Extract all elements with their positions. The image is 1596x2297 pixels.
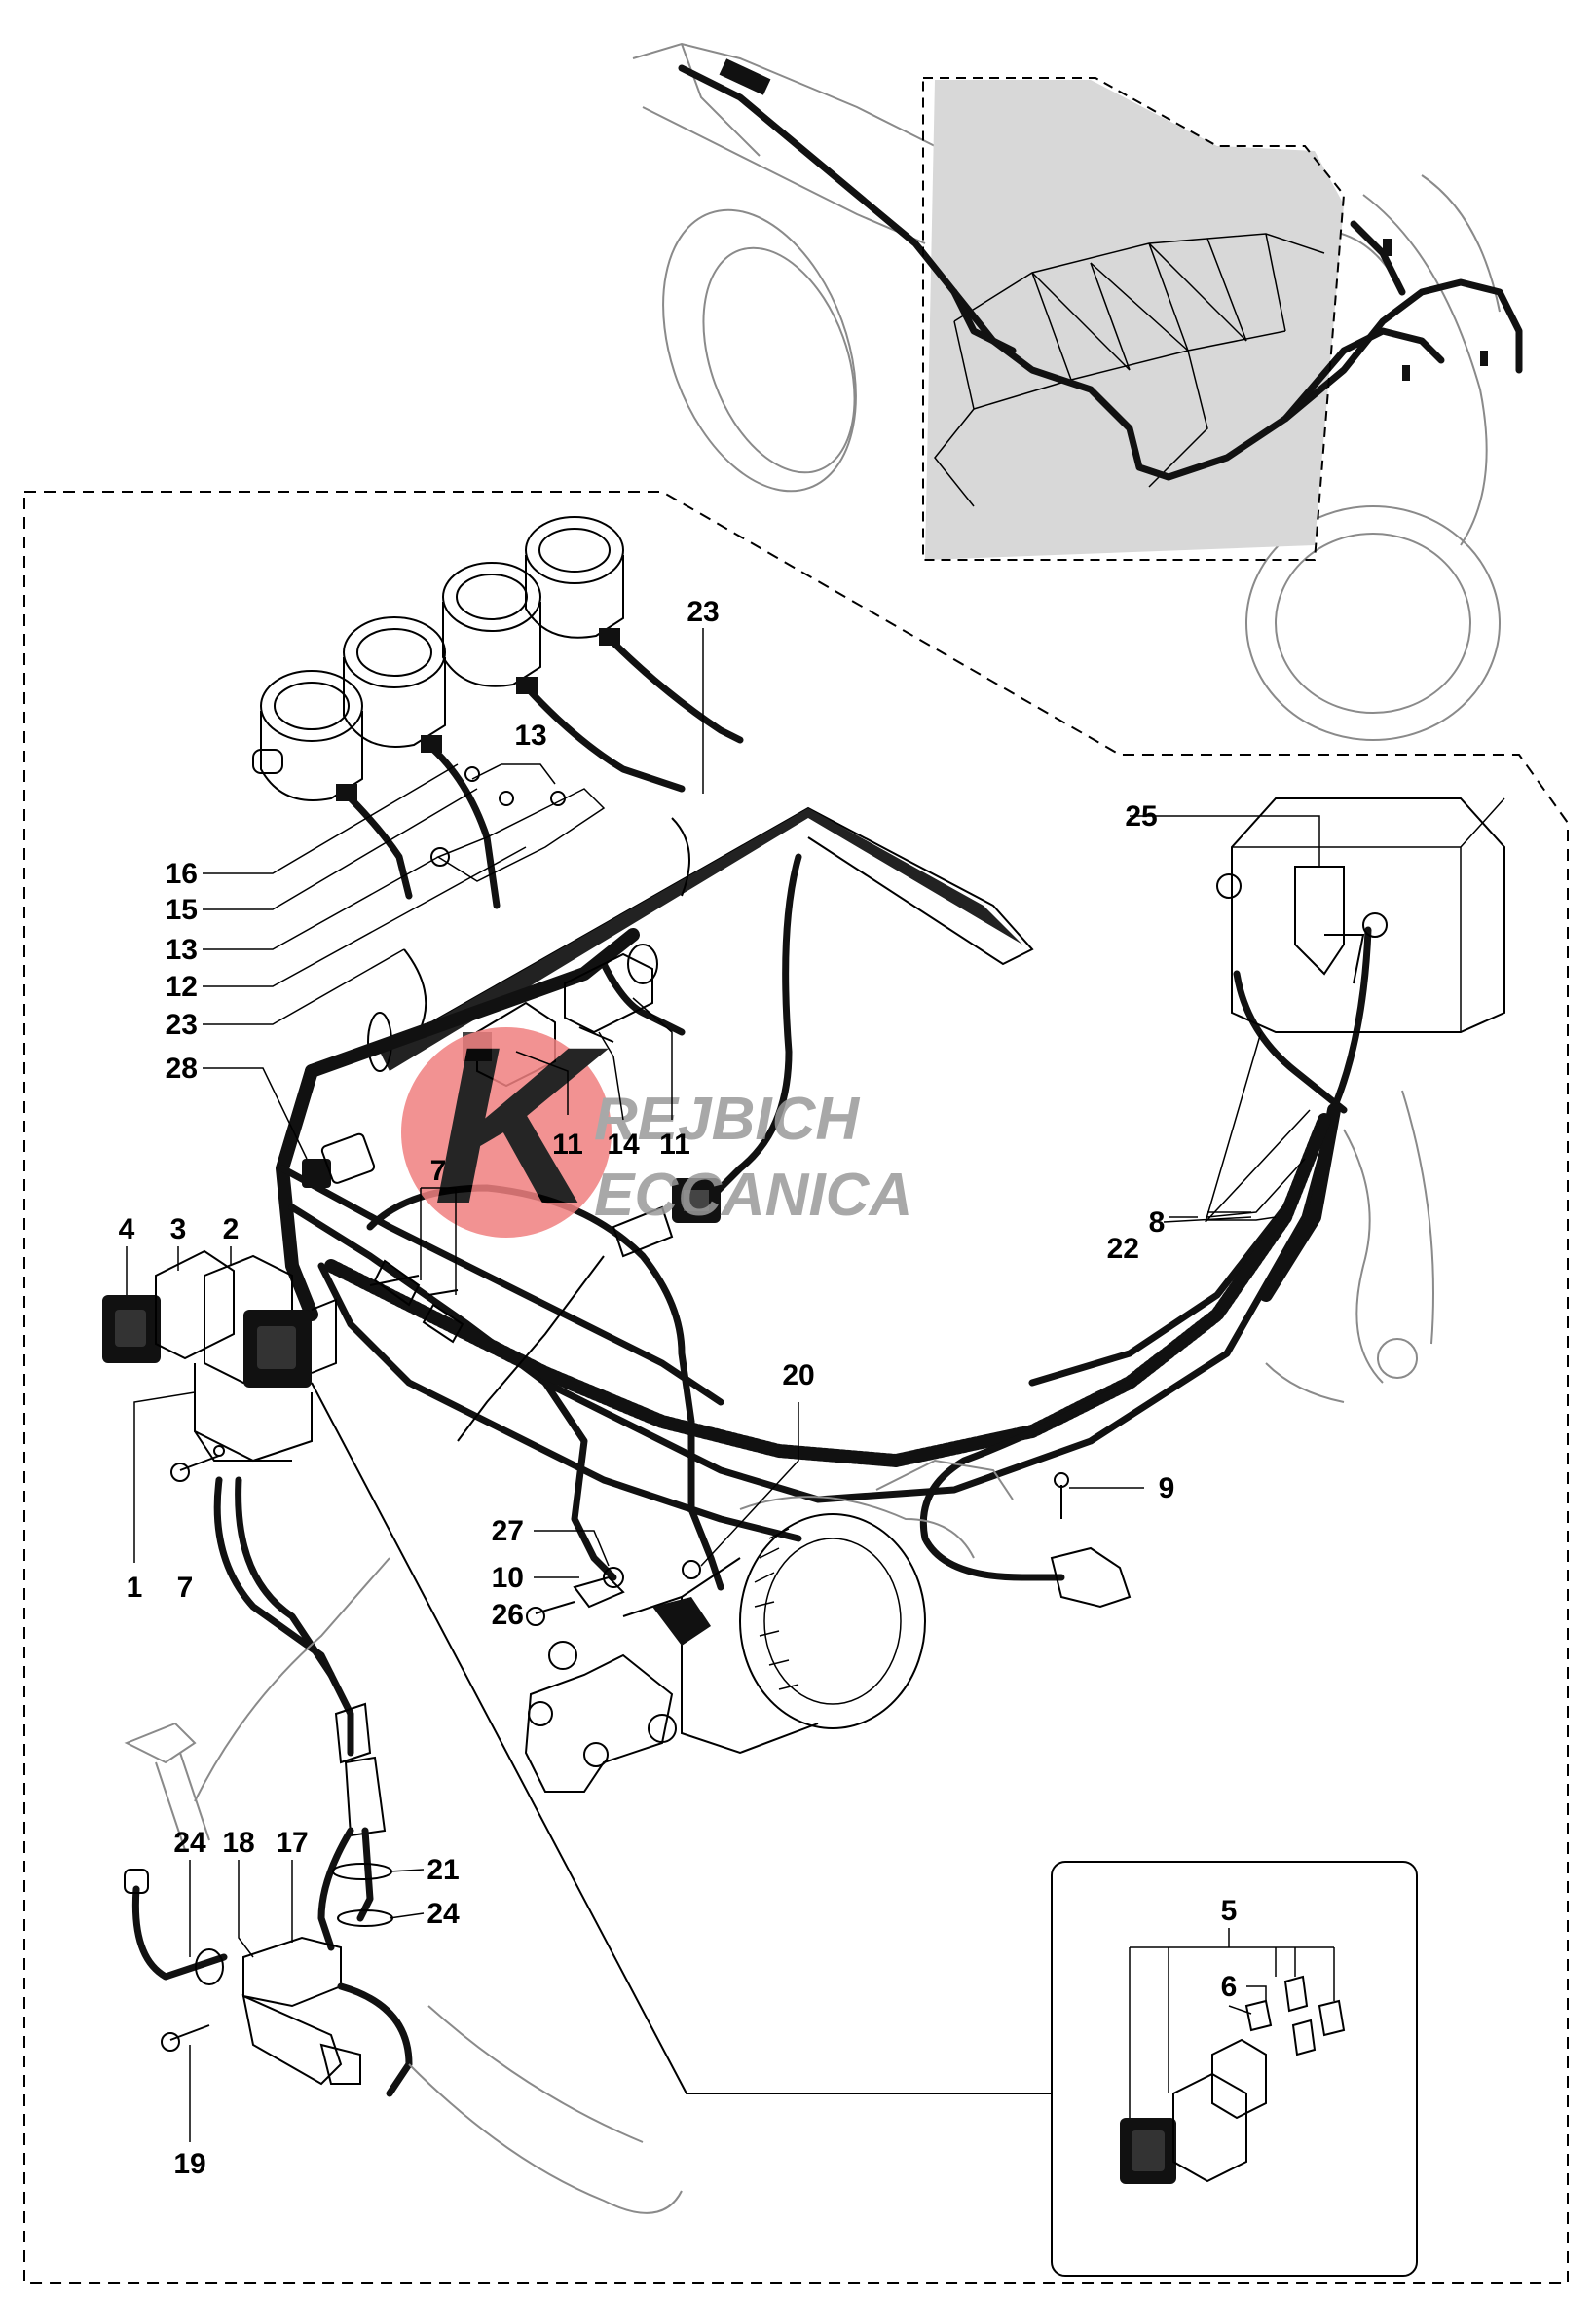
callout-7-center: 7 bbox=[430, 1155, 447, 1187]
callout-11-right: 11 bbox=[659, 1129, 690, 1161]
callout-28: 28 bbox=[166, 1053, 198, 1085]
callout-21: 21 bbox=[427, 1854, 459, 1886]
throttle-bodies bbox=[252, 516, 744, 909]
callout-2: 2 bbox=[223, 1213, 240, 1245]
callout-18: 18 bbox=[222, 1827, 254, 1859]
callout-leaders bbox=[126, 628, 1320, 2142]
main-view-border bbox=[23, 491, 1569, 2284]
callout-5: 5 bbox=[1221, 1895, 1238, 1927]
relay-cluster bbox=[102, 1249, 337, 1482]
callout-10: 10 bbox=[492, 1562, 524, 1594]
callout-16: 16 bbox=[166, 858, 198, 890]
sensor-assembly bbox=[124, 1476, 683, 2214]
callout-9: 9 bbox=[1159, 1472, 1175, 1504]
callout-1: 1 bbox=[127, 1572, 143, 1604]
callout-6: 6 bbox=[1221, 1971, 1238, 2003]
callout-20: 20 bbox=[782, 1359, 814, 1391]
callout-19: 19 bbox=[173, 2148, 205, 2180]
callout-13-left: 13 bbox=[166, 934, 198, 966]
callout-4: 4 bbox=[119, 1213, 135, 1245]
callout-8: 8 bbox=[1149, 1206, 1166, 1239]
motorcycle-overview bbox=[632, 42, 1523, 741]
callout-24-left: 24 bbox=[173, 1827, 206, 1859]
starter-motor bbox=[524, 1459, 1014, 1793]
callout-25: 25 bbox=[1125, 800, 1157, 833]
callout-labels: 23 13 16 15 13 12 23 28 11 14 11 4 3 2 7… bbox=[119, 596, 1238, 2180]
callout-7-left: 7 bbox=[177, 1572, 194, 1604]
watermark-logo: K REJBICH ECCANICA bbox=[401, 1000, 912, 1250]
callout-13-top: 13 bbox=[514, 720, 546, 752]
callout-26: 26 bbox=[492, 1599, 524, 1631]
callout-3: 3 bbox=[170, 1213, 187, 1245]
callout-11-left: 11 bbox=[552, 1129, 583, 1161]
highlight-region bbox=[925, 80, 1344, 560]
callout-22: 22 bbox=[1107, 1233, 1139, 1265]
callout-14: 14 bbox=[607, 1129, 640, 1161]
callout-23-left: 23 bbox=[166, 1009, 198, 1041]
callout-23-top: 23 bbox=[687, 596, 719, 628]
callout-17: 17 bbox=[276, 1827, 308, 1859]
watermark-line1: REJBICH bbox=[594, 1086, 860, 1153]
battery bbox=[1216, 797, 1505, 1033]
watermark-line2: ECCANICA bbox=[594, 1162, 912, 1229]
callout-15: 15 bbox=[166, 894, 198, 926]
callout-24-right: 24 bbox=[427, 1898, 460, 1930]
watermark-initial: K bbox=[433, 1000, 610, 1250]
callout-12: 12 bbox=[166, 971, 198, 1003]
detail-inset bbox=[1051, 1861, 1418, 2277]
callout-27: 27 bbox=[492, 1515, 524, 1547]
